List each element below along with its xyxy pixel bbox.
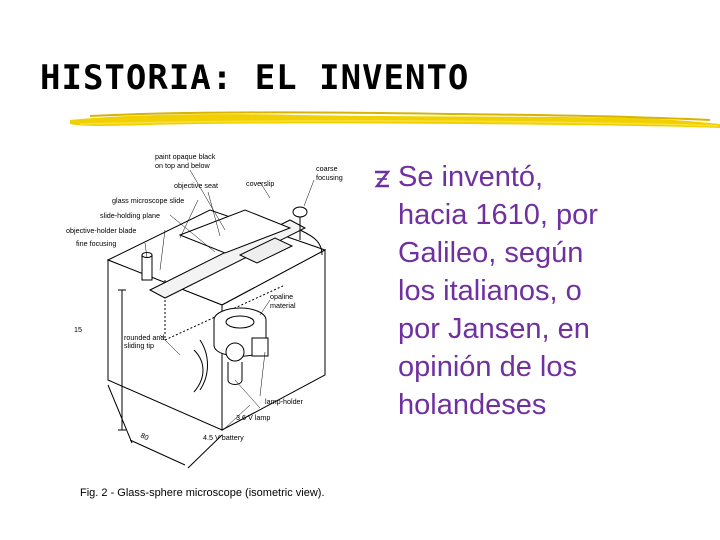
z-bullet-icon [374, 170, 391, 188]
label-lamp-holder: lamp-holder [265, 397, 304, 406]
label-objective-seat: objective seat [174, 181, 218, 190]
figure-caption: Fig. 2 - Glass-sphere microscope (isomet… [80, 487, 325, 499]
label-coarse-1: coarse [316, 164, 338, 173]
bullet-text: Se inventó, hacia 1610, por Galileo, seg… [398, 161, 598, 421]
label-opaline-2: material [270, 301, 296, 310]
label-objective-blade: objective-holder blade [66, 226, 136, 235]
label-paint-2: on top and below [155, 161, 211, 170]
label-fine-focusing: fine focusing [76, 239, 116, 248]
title-underline [70, 111, 720, 128]
label-lamp: 3.6 V lamp [236, 413, 270, 422]
label-coverslip: coverslip [246, 179, 274, 188]
label-opaline-1: opaline [270, 292, 293, 301]
label-dim-15: 15 [74, 325, 82, 334]
label-battery: 4.5 V battery [203, 433, 244, 442]
microscope-diagram: paint opaque black on top and below coar… [66, 152, 343, 469]
label-dim-80: 80 [139, 431, 150, 443]
label-rounded-2: sliding tip [124, 341, 154, 350]
label-rounded-1: rounded and [124, 333, 164, 342]
label-slide-plane: slide-holding plane [100, 211, 160, 220]
slide-title: HISTORIA: EL INVENTO [40, 58, 470, 98]
label-paint-1: paint opaque black [155, 152, 216, 161]
label-glass-slide: glass microscope slide [112, 196, 184, 205]
label-coarse-2: focusing [316, 173, 343, 182]
